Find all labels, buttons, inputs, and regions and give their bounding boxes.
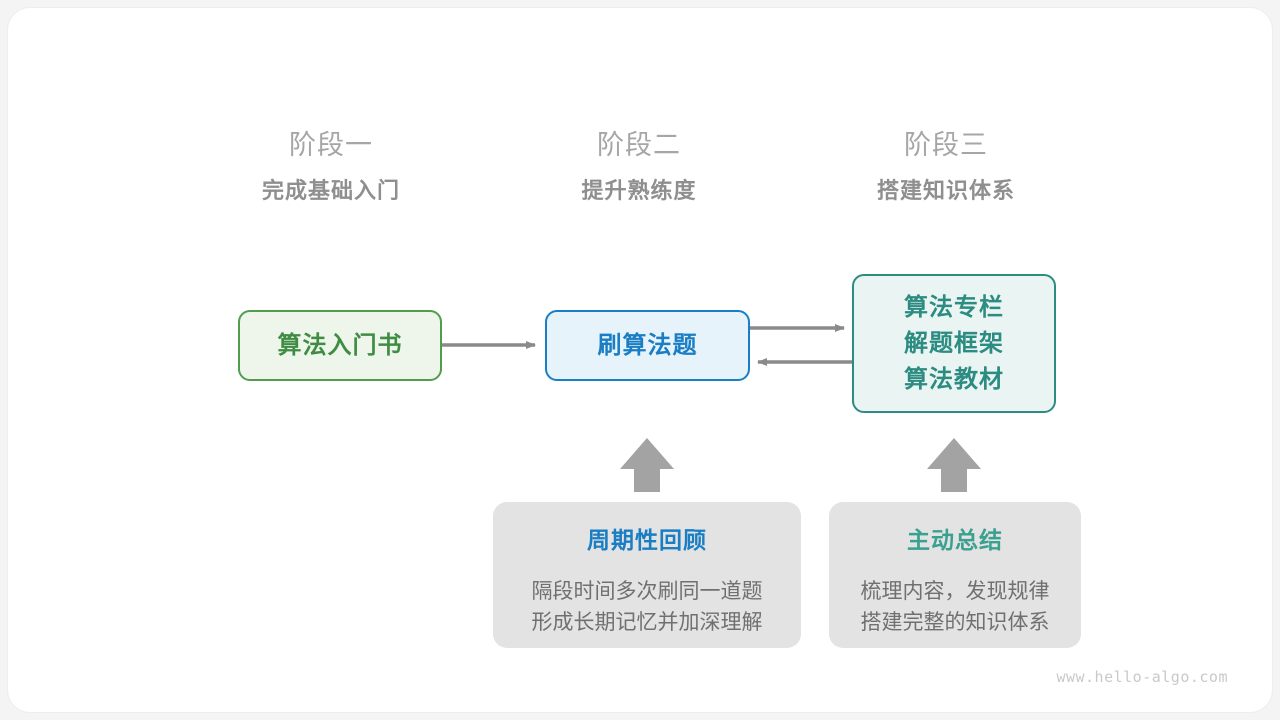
stage-title-2: 阶段二 bbox=[597, 130, 681, 160]
note-periodic-review-title: 周期性回顾 bbox=[587, 527, 707, 553]
node-intro-book-line-1: 算法入门书 bbox=[277, 331, 403, 359]
node-knowledge-system[interactable]: 算法专栏 解题框架 算法教材 bbox=[852, 274, 1056, 413]
stage-heading-3: 阶段三 搭建知识体系 bbox=[816, 126, 1076, 208]
note-active-summary-body: 梳理内容，发现规律 搭建完整的知识体系 bbox=[861, 576, 1050, 638]
note-periodic-review[interactable]: 周期性回顾 隔段时间多次刷同一道题 形成长期记忆并加深理解 bbox=[493, 502, 801, 648]
node-knowledge-system-line-2: 解题框架 bbox=[904, 329, 1004, 357]
node-intro-book[interactable]: 算法入门书 bbox=[238, 310, 442, 381]
note-periodic-review-body-line-1: 隔段时间多次刷同一道题 bbox=[531, 580, 763, 603]
note-periodic-review-body: 隔段时间多次刷同一道题 形成长期记忆并加深理解 bbox=[532, 576, 763, 638]
note-active-summary-body-line-2: 搭建完整的知识体系 bbox=[860, 611, 1050, 634]
note-active-summary-title: 主动总结 bbox=[907, 527, 1003, 553]
node-practice-problems[interactable]: 刷算法题 bbox=[545, 310, 750, 381]
stage-subtitle-1: 完成基础入门 bbox=[261, 178, 400, 203]
stage-heading-2: 阶段二 提升熟练度 bbox=[509, 126, 769, 208]
watermark-url: www.hello-algo.com bbox=[1056, 668, 1228, 686]
diagram-card: 阶段一 完成基础入门 阶段二 提升熟练度 阶段三 搭建知识体系 bbox=[8, 8, 1272, 712]
note-active-summary-body-line-1: 梳理内容，发现规律 bbox=[860, 580, 1050, 603]
node-knowledge-system-line-1: 算法专栏 bbox=[904, 293, 1004, 321]
stage-subtitle-2: 提升熟练度 bbox=[581, 178, 697, 203]
stage-title-3: 阶段三 bbox=[904, 130, 988, 160]
stage-subtitle-3: 搭建知识体系 bbox=[876, 178, 1015, 203]
note-active-summary[interactable]: 主动总结 梳理内容，发现规律 搭建完整的知识体系 bbox=[829, 502, 1081, 648]
stage-title-1: 阶段一 bbox=[289, 130, 373, 160]
arrow-summary-to-system bbox=[927, 438, 981, 492]
note-periodic-review-body-line-2: 形成长期记忆并加深理解 bbox=[531, 611, 763, 634]
node-practice-problems-line-1: 刷算法题 bbox=[597, 331, 698, 359]
stage-heading-1: 阶段一 完成基础入门 bbox=[201, 126, 461, 208]
arrow-review-to-practice bbox=[620, 438, 674, 492]
node-knowledge-system-line-3: 算法教材 bbox=[904, 365, 1004, 393]
